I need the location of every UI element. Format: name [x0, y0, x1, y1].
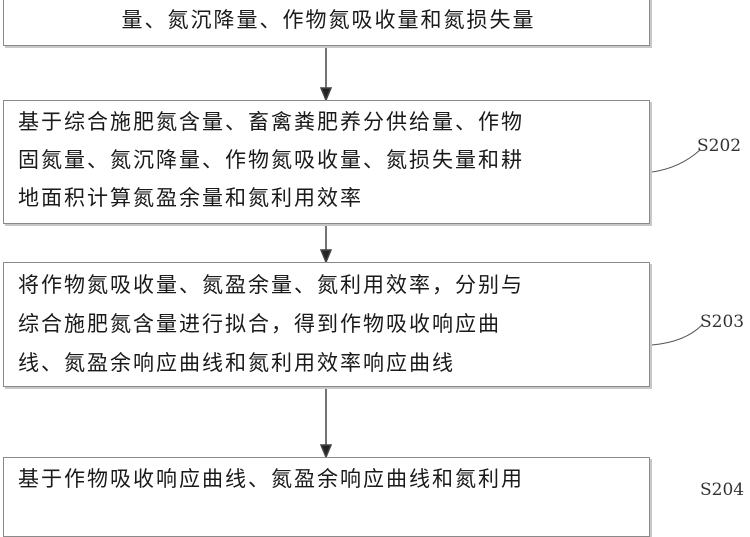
arrowhead-icon — [319, 444, 333, 459]
step-box-s204: 基于作物吸收响应曲线、氮盈余响应曲线和氮利用 — [3, 457, 650, 537]
step-text-line: 将作物氮吸收量、氮盈余量、氮利用效率，分别与 — [18, 273, 524, 297]
step-text-line: 基于作物吸收响应曲线、氮盈余响应曲线和氮利用 — [18, 467, 524, 491]
step-text-line: 固氮量、氮沉降量、作物氮吸收量、氮损失量和耕 — [18, 148, 524, 172]
step-label-s204: S204 — [700, 480, 745, 500]
step-box-s203: 将作物氮吸收量、氮盈余量、氮利用效率，分别与 综合施肥氮含量进行拟合，得到作物吸… — [3, 262, 650, 387]
leader-s203 — [651, 324, 703, 346]
step-text-line: 基于综合施肥氮含量、畜禽粪肥养分供给量、作物 — [18, 110, 524, 134]
arrowhead-icon — [319, 87, 333, 102]
step-text-line: 综合施肥氮含量进行拟合，得到作物吸收响应曲 — [18, 312, 501, 336]
step-box-s201: 量、氮沉降量、作物氮吸收量和氮损失量 — [3, 0, 650, 46]
step-text-line: 量、氮沉降量、作物氮吸收量和氮损失量 — [121, 8, 536, 32]
step-box-s202: 基于综合施肥氮含量、畜禽粪肥养分供给量、作物 固氮量、氮沉降量、作物氮吸收量、氮… — [3, 100, 650, 224]
step-text-line: 地面积计算氮盈余量和氮利用效率 — [18, 186, 363, 210]
arrowhead-icon — [319, 249, 333, 264]
step-text-line: 线、氮盈余响应曲线和氮利用效率响应曲线 — [18, 351, 455, 375]
leader-s202 — [651, 149, 701, 173]
step-label-s203: S203 — [700, 312, 745, 332]
connectors — [319, 46, 703, 459]
step-label-s202: S202 — [697, 136, 742, 156]
